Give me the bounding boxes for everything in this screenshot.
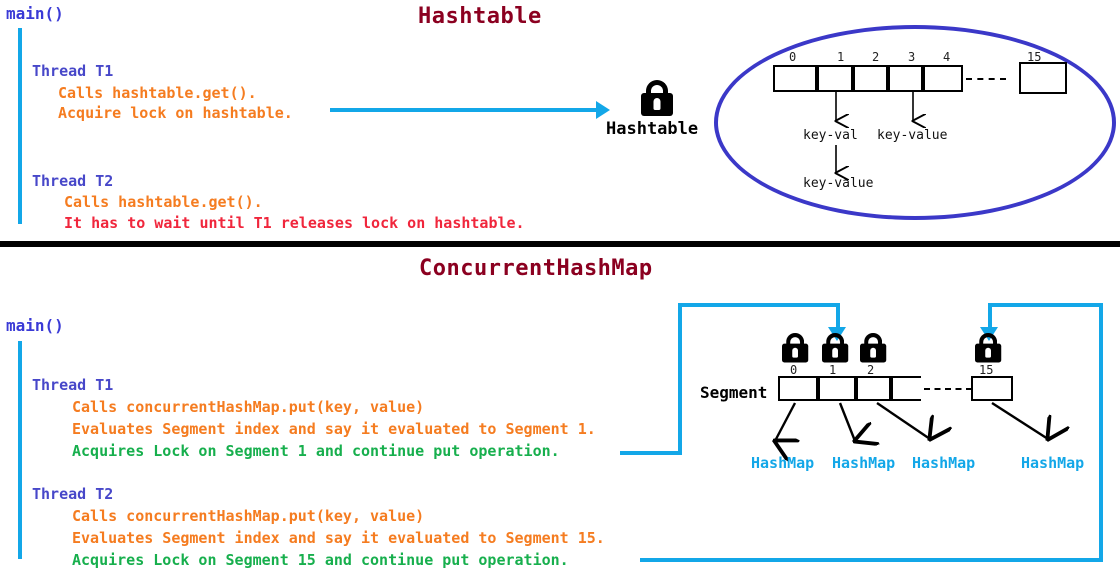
lock-icon-segment-2	[860, 333, 887, 363]
lock-icon-segment-15	[975, 333, 1002, 363]
kv-label-1: key-value	[877, 128, 948, 143]
t1-line-0-top: Calls hashtable.get().	[58, 84, 257, 102]
t2-connector-seg-b	[1099, 303, 1103, 560]
page-title-chm: ConcurrentHashMap	[419, 256, 653, 281]
hashmap-label-1: HashMap	[832, 454, 896, 472]
bucket-index-15: 15	[1027, 50, 1042, 64]
t1-connector-seg-c	[678, 303, 840, 307]
segment-cell-3	[891, 376, 921, 401]
main-label-top: main()	[6, 4, 64, 23]
t2-connector-seg-c	[988, 303, 1103, 307]
hashmap-label-3: HashMap	[1021, 454, 1085, 472]
segment-index-1: 1	[829, 363, 837, 377]
bucket-cell-1	[817, 65, 853, 92]
bucket-index-2: 2	[872, 50, 880, 64]
t2-line-0-bottom: Calls concurrentHashMap.put(key, value)	[72, 507, 425, 525]
lock-shackle	[646, 80, 668, 94]
lock-body	[641, 93, 673, 116]
main-scope-bar-bottom	[18, 341, 22, 559]
t1-to-lock-arrowhead-top	[596, 101, 610, 119]
segment-index-0: 0	[790, 363, 798, 377]
lock-shackle	[786, 333, 805, 345]
t1-connector-seg-b	[678, 303, 682, 455]
bucket-cell-15	[1019, 62, 1067, 94]
thread-t2-label-top: Thread T2	[32, 172, 114, 190]
lock-icon-segment-0	[782, 333, 809, 363]
hashmap-label-0: HashMap	[751, 454, 815, 472]
bucket-cell-2	[853, 65, 888, 92]
lock-icon-hashtable	[641, 80, 673, 116]
segment-array-label: Segment	[700, 383, 768, 402]
t1-line-1-bottom: Evaluates Segment index and say it evalu…	[72, 420, 596, 438]
segment-cell-15	[971, 376, 1013, 401]
bucket-ellipsis-dashes	[966, 78, 1006, 80]
bucket-cell-3	[888, 65, 923, 92]
t1-connector-seg-d	[836, 303, 840, 329]
hashtable-ellipse	[714, 25, 1116, 220]
t2-connector-seg-a	[640, 558, 1103, 562]
thread-t1-label-bottom: Thread T1	[32, 376, 114, 394]
kv-label-0: key-val	[803, 128, 858, 143]
panel-divider	[0, 241, 1120, 247]
lock-icon-segment-1	[822, 333, 849, 363]
thread-t1-label-top: Thread T1	[32, 62, 114, 80]
main-scope-bar-top	[18, 28, 22, 224]
lock-body	[782, 343, 809, 363]
t1-to-lock-line-top	[330, 108, 598, 112]
t1-line-1-top: Acquire lock on hashtable.	[58, 104, 293, 122]
page-title-hashtable: Hashtable	[418, 4, 542, 29]
t2-line-1-bottom: Evaluates Segment index and say it evalu…	[72, 529, 605, 547]
t2-line-0-top: Calls hashtable.get().	[64, 193, 263, 211]
lock-shackle	[979, 333, 998, 345]
bucket-index-0: 0	[789, 50, 797, 64]
hashmap-label-2: HashMap	[912, 454, 976, 472]
t2-connector-seg-d	[988, 303, 992, 329]
lock-body	[822, 343, 849, 363]
lock-shackle	[826, 333, 845, 345]
segment-ellipsis-dashes	[924, 388, 972, 390]
t1-line-0-bottom: Calls concurrentHashMap.put(key, value)	[72, 398, 425, 416]
segment-index-15: 15	[979, 363, 994, 377]
segment-index-2: 2	[867, 363, 875, 377]
main-label-bottom: main()	[6, 316, 64, 335]
t1-connector-seg-a	[620, 451, 682, 455]
concurrenthashmap-panel: ConcurrentHashMap main() Thread T1 Calls…	[0, 247, 1120, 571]
t2-line-1-top: It has to wait until T1 releases lock on…	[64, 214, 525, 232]
segment-cell-1	[818, 376, 856, 401]
kv-label-2: key-value	[803, 176, 874, 191]
t2-line-2-bottom: Acquires Lock on Segment 15 and continue…	[72, 551, 569, 569]
lock-body	[975, 343, 1002, 363]
thread-t2-label-bottom: Thread T2	[32, 485, 114, 503]
lock-shackle	[864, 333, 883, 345]
bucket-index-3: 3	[908, 50, 916, 64]
lock-body	[860, 343, 887, 363]
bucket-index-1: 1	[837, 50, 845, 64]
t1-line-2-bottom: Acquires Lock on Segment 1 and continue …	[72, 442, 560, 460]
bucket-cell-0	[773, 65, 817, 92]
hashtable-panel: Hashtable main() Thread T1 Calls hashtab…	[0, 0, 1120, 241]
bucket-cell-4	[923, 65, 963, 92]
bucket-index-4: 4	[943, 50, 951, 64]
segment-cell-0	[778, 376, 818, 401]
segment-cell-2	[856, 376, 891, 401]
lock-label-hashtable: Hashtable	[606, 119, 699, 139]
